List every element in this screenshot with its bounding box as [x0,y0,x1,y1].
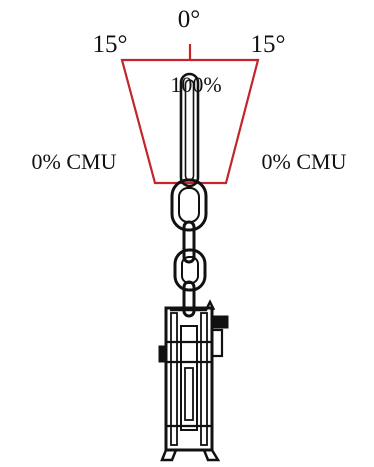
chain-link [182,280,196,318]
hoist-inner-slot [184,367,194,421]
load-label-right: 0% CMU [262,149,347,174]
hoist-right-rail [200,312,208,446]
angle-label-center: 0° [178,6,201,33]
master-link-outer [179,72,200,188]
chain [170,178,208,318]
hoist-top-shoulder [170,299,216,312]
angle-sector [120,44,260,185]
load-label-left: 0% CMU [32,149,117,174]
hoist-left-rail [170,312,178,446]
chain-link [173,248,207,292]
hoist-center-channel [180,325,198,431]
sector-outline [120,58,260,185]
angle-label-right: 15° [251,31,286,58]
angle-label-left: 15° [93,31,128,58]
hoist-bottom-feet [160,449,221,462]
chain-link-inner [178,187,200,223]
hoist-right-bracket [211,315,229,329]
hoist-left-lug [158,345,167,363]
hoist-right-lug [210,328,224,358]
chain-link [170,178,208,232]
chain-link [182,220,196,264]
hoist-body [158,299,229,462]
hoist-outer-frame [164,306,214,452]
